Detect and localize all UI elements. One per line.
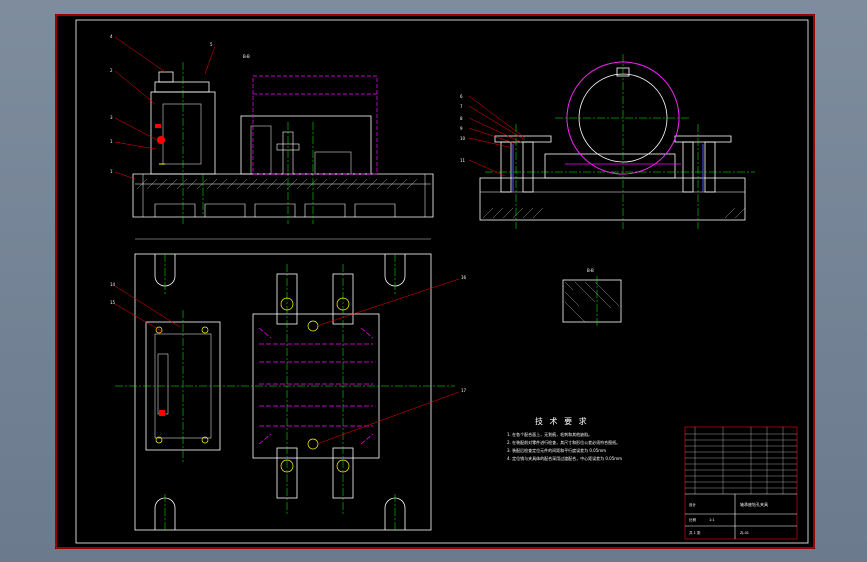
callout-5: 5 bbox=[210, 42, 213, 47]
plan-centerlines bbox=[115, 254, 455, 530]
tech-note-2: 2. 在装配前对零件进行检查，其尺寸和形位公差必须符合图纸。 bbox=[507, 439, 620, 445]
callout-4: 4 bbox=[110, 34, 113, 39]
drawing-canvas: 4 2 3 1 1 B-B bbox=[55, 14, 815, 549]
callout-15: 15 bbox=[110, 300, 116, 305]
callout-3: 3 bbox=[110, 115, 113, 120]
drawing-code: ZJ-01 bbox=[740, 531, 749, 535]
callout-8: 8 bbox=[460, 116, 463, 121]
drawing-name: 轴承座钻孔夹具 bbox=[740, 501, 768, 507]
scale-value: 1:1 bbox=[709, 518, 715, 522]
callout-17: 17 bbox=[461, 388, 467, 393]
left-callouts: 4 2 3 1 1 B-B bbox=[110, 34, 250, 180]
front-workpiece-phantom bbox=[252, 75, 378, 175]
front-base-hatch bbox=[136, 178, 418, 190]
callout-1a: 1 bbox=[110, 139, 113, 144]
callout-16: 16 bbox=[461, 275, 467, 280]
side-callouts: 6 7 8 9 10 11 5 bbox=[210, 42, 526, 177]
callout-2: 2 bbox=[110, 68, 113, 73]
front-centerlines bbox=[182, 62, 314, 224]
plan-red-marker bbox=[159, 410, 165, 416]
title-block bbox=[684, 426, 798, 540]
tech-note-4: 4. 定位销与夹具体的配合采用过渡配合，中心距误差为 0.05mm bbox=[507, 455, 622, 461]
tech-note-3: 3. 装配后检查定位元件的间距和平行度误差为 0.05mm bbox=[507, 447, 606, 453]
section-detail bbox=[562, 279, 622, 323]
front-red-marker bbox=[157, 136, 165, 144]
sheet-label: 共 1 张 bbox=[689, 530, 701, 535]
section-mark-detail: B-B bbox=[587, 268, 594, 273]
tech-notes-title: 技 术 要 求 bbox=[535, 416, 589, 426]
side-centerlines bbox=[485, 54, 755, 229]
front-red-bar bbox=[155, 124, 161, 128]
plan-workpiece-phantom bbox=[258, 327, 374, 445]
callout-10: 10 bbox=[460, 136, 466, 141]
callout-1b: 1 bbox=[110, 169, 113, 174]
side-blue-features bbox=[512, 144, 704, 192]
plan-bolts bbox=[155, 297, 350, 473]
section-mark-top: B-B bbox=[243, 54, 250, 59]
callout-9: 9 bbox=[460, 126, 463, 131]
scale-label: 比例 bbox=[689, 517, 697, 522]
designer-label: 设计 bbox=[689, 502, 697, 507]
callout-7: 7 bbox=[460, 104, 463, 109]
callout-11: 11 bbox=[460, 158, 466, 163]
side-view bbox=[479, 61, 746, 221]
plan-view bbox=[134, 238, 432, 531]
outer-frame bbox=[55, 14, 815, 549]
plan-callouts: 14 15 16 17 bbox=[110, 275, 467, 445]
callout-6: 6 bbox=[460, 94, 463, 99]
side-base-hatch bbox=[482, 207, 746, 219]
tech-notes: 技 术 要 求 1. 在各个配合面上，无划痕，毛刺和其他缺陷。 2. 在装配前对… bbox=[507, 416, 622, 461]
cad-viewport[interactable]: 4 2 3 1 1 B-B bbox=[55, 14, 815, 549]
callout-14: 14 bbox=[110, 282, 116, 287]
tech-note-1: 1. 在各个配合面上，无划痕，毛刺和其他缺陷。 bbox=[507, 431, 592, 437]
inner-border bbox=[75, 19, 809, 544]
